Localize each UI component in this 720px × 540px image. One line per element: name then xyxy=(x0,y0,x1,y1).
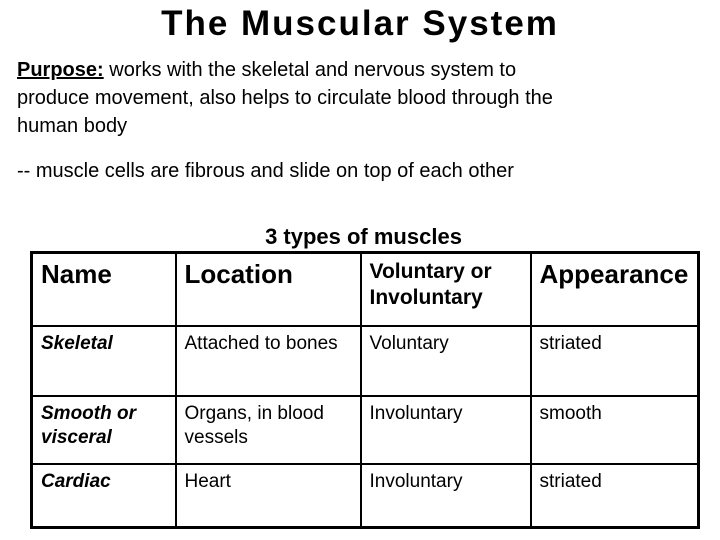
cell-smooth-control: Involuntary xyxy=(359,394,532,465)
muscle-types-table: Name Location Voluntary or Involuntary A… xyxy=(30,251,700,529)
cell-smooth-location: Organs, in blood vessels xyxy=(174,394,362,465)
purpose-label: Purpose: xyxy=(17,59,104,81)
table-caption: 3 types of muscles xyxy=(265,224,462,249)
cell-cardiac-control: Involuntary xyxy=(359,462,532,529)
purpose-paragraph: Purpose: works with the skeletal and ner… xyxy=(17,56,707,140)
header-appearance: Appearance xyxy=(529,251,700,327)
cell-smooth-appearance: smooth xyxy=(529,394,700,465)
cell-skeletal-control: Voluntary xyxy=(359,324,532,397)
header-location: Location xyxy=(174,251,362,327)
slide-title: The Muscular System xyxy=(161,4,559,43)
table-row-cardiac: Cardiac Heart Involuntary striated xyxy=(30,462,700,529)
table-row-smooth: Smooth or visceral Organs, in blood vess… xyxy=(30,394,700,465)
cell-cardiac-location: Heart xyxy=(174,462,362,529)
cell-skeletal-appearance: striated xyxy=(529,324,700,397)
table-row-skeletal: Skeletal Attached to bones Voluntary str… xyxy=(30,324,700,397)
muscle-cells-note: -- muscle cells are fibrous and slide on… xyxy=(17,160,514,182)
header-name: Name xyxy=(30,251,177,327)
cell-skeletal-location: Attached to bones xyxy=(174,324,362,397)
cell-cardiac-name: Cardiac xyxy=(30,462,177,529)
table-header-row: Name Location Voluntary or Involuntary A… xyxy=(30,251,700,327)
purpose-line-3: human body xyxy=(17,115,128,137)
cell-cardiac-appearance: striated xyxy=(529,462,700,529)
cell-skeletal-name: Skeletal xyxy=(30,324,177,397)
purpose-line-2: produce movement, also helps to circulat… xyxy=(17,87,553,109)
purpose-line-1: works with the skeletal and nervous syst… xyxy=(109,59,517,81)
header-voluntary-involuntary: Voluntary or Involuntary xyxy=(359,251,532,327)
cell-smooth-name: Smooth or visceral xyxy=(30,394,177,465)
